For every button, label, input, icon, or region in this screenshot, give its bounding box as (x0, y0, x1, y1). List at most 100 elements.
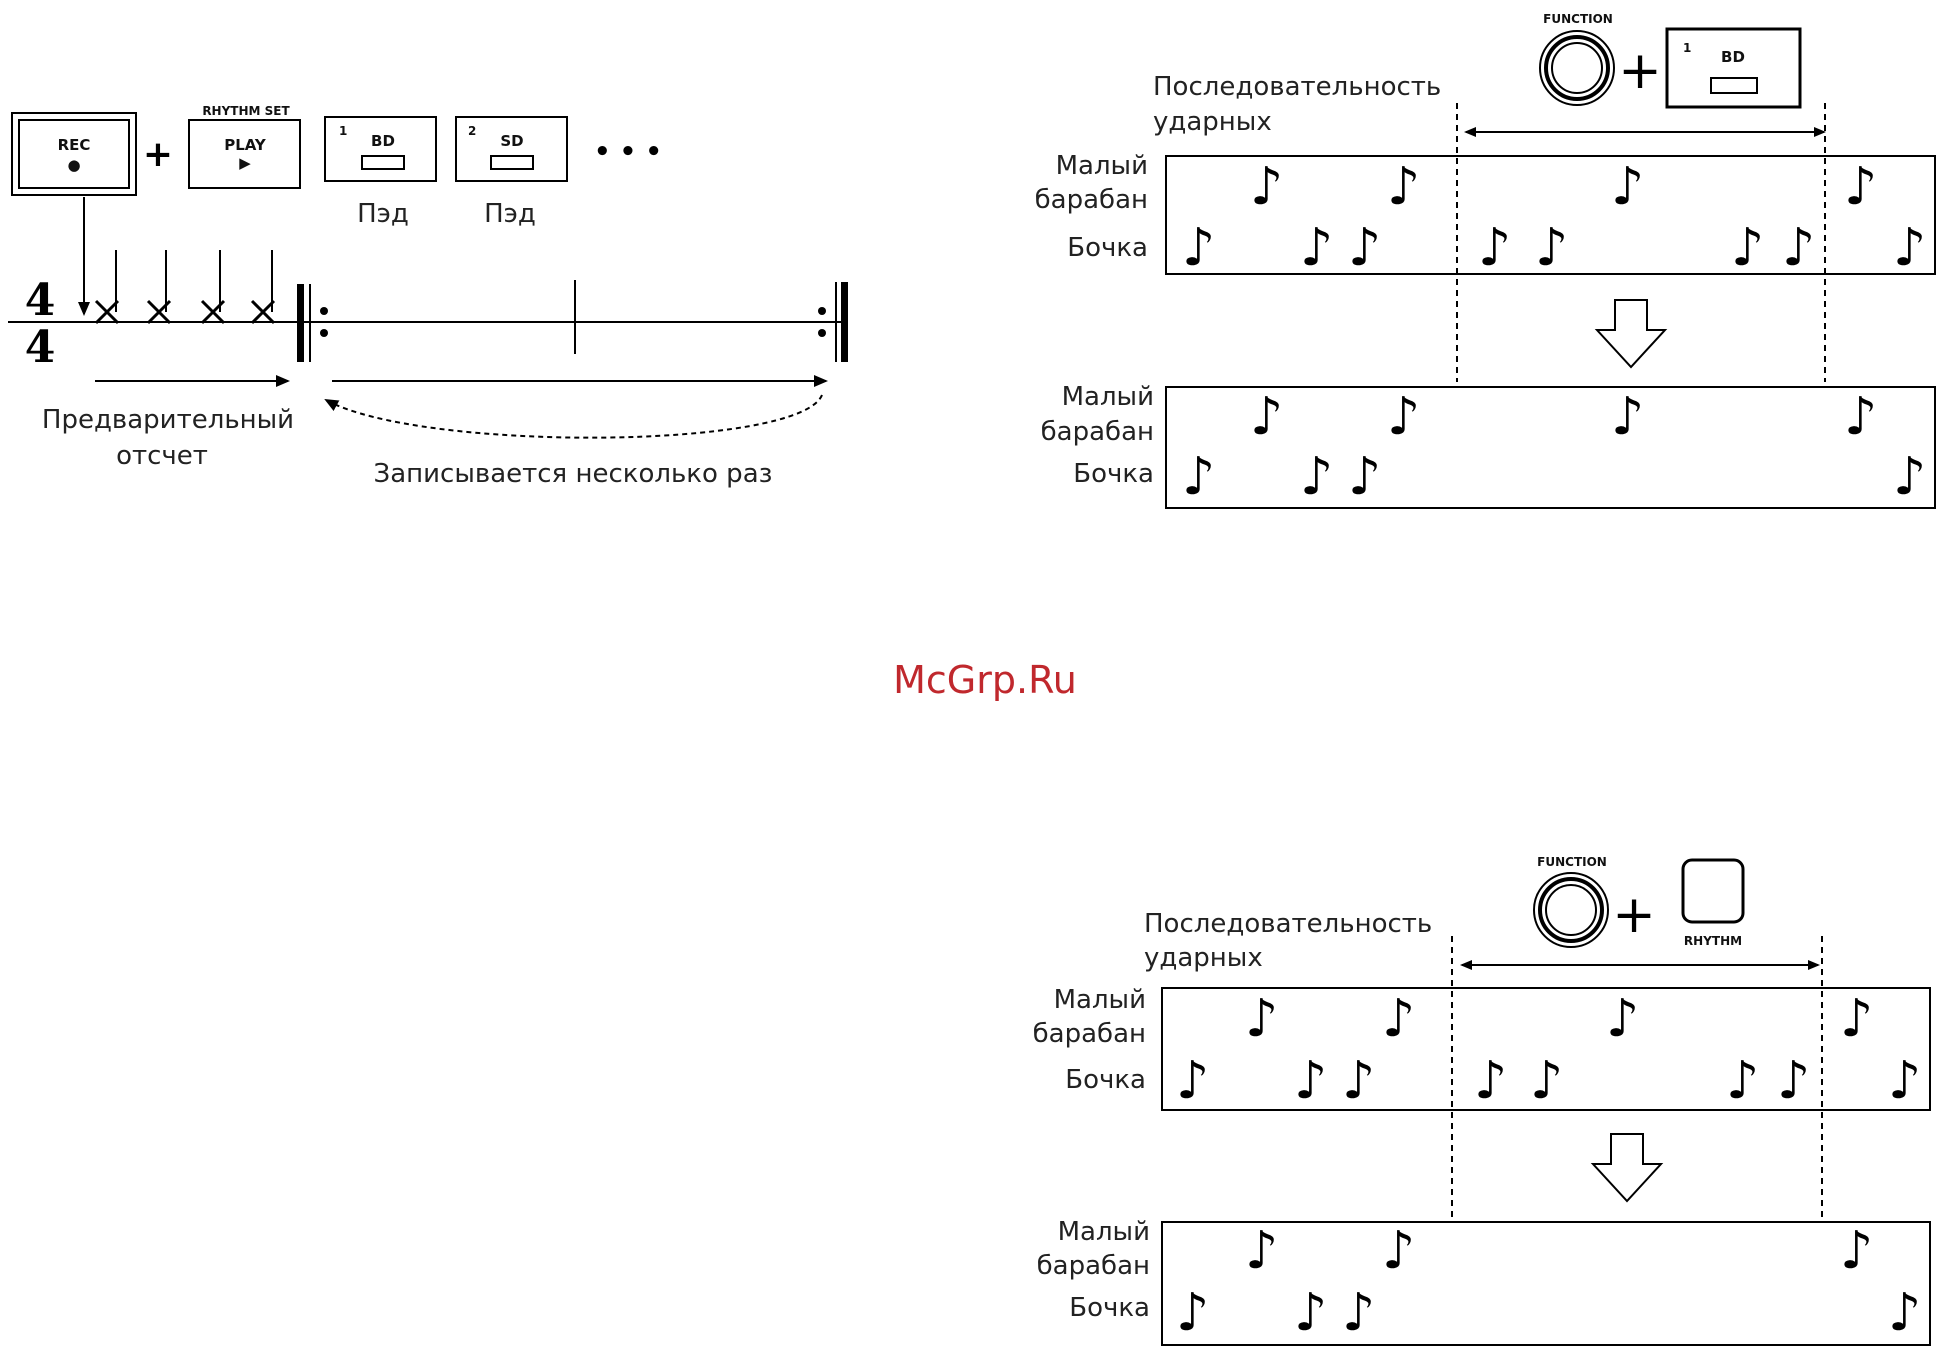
play-button-label: PLAY (224, 136, 267, 154)
kick-label: Бочка (1073, 459, 1154, 489)
kick-note: ♪ (1893, 447, 1926, 507)
down-arrow-icon (1590, 1133, 1664, 1203)
rhythm-set-label: RHYTHM SET (202, 104, 290, 118)
function-knob-icon (1533, 872, 1609, 948)
down-arrow-icon (1594, 299, 1668, 369)
sequence-box-before (1165, 155, 1936, 275)
snare-note: ♪ (1245, 1221, 1278, 1281)
snare-label-line1: Малый (1056, 151, 1148, 181)
ellipsis: • • • (594, 137, 662, 167)
kick-note: ♪ (1348, 447, 1381, 507)
precount-clicks (94, 250, 276, 325)
record-dot-icon: ● (67, 156, 80, 174)
sequence-label-line1: Последовательность (1144, 909, 1432, 939)
notes-before: ♪ ♪ ♪ ♪ ♪ ♪ ♪ ♪ ♪ ♪ ♪ ♪ (1182, 157, 1926, 278)
snare-label-line2: барабан (1033, 1019, 1146, 1049)
snare-note: ♪ (1844, 387, 1877, 447)
kick-note: ♪ (1300, 218, 1333, 278)
kick-note: ♪ (1342, 1051, 1375, 1111)
snare-note: ♪ (1250, 387, 1283, 447)
kick-note: ♪ (1530, 1051, 1563, 1111)
precount-label-line2: отсчет (116, 441, 208, 471)
pad-2: 2 SD Пэд (455, 116, 568, 229)
kick-note: ♪ (1182, 447, 1215, 507)
kick-note: ♪ (1726, 1051, 1759, 1111)
snare-note: ♪ (1840, 989, 1873, 1049)
time-signature-top: 4 (25, 275, 56, 326)
left-recording-diagram: REC ● + RHYTHM SET PLAY ▶ 1 BD Пэд 2 SD … (8, 104, 848, 489)
repeat-start-barline (297, 284, 328, 362)
kick-note: ♪ (1782, 218, 1815, 278)
snare-note: ♪ (1387, 157, 1420, 217)
snare-label-line1: Малый (1062, 382, 1154, 412)
kick-note: ♪ (1888, 1051, 1921, 1111)
pad-label: BD (1721, 48, 1745, 66)
pad-1-icon: 1 BD (1665, 27, 1802, 109)
notes-after: ♪ ♪ ♪ ♪ ♪ ♪ ♪ (1176, 1221, 1921, 1343)
rec-button-label: REC (58, 136, 91, 154)
kick-note: ♪ (1300, 447, 1333, 507)
loop-dashed-arrow (324, 394, 823, 439)
kick-label: Бочка (1069, 1293, 1150, 1323)
precount-label-line1: Предварительный (42, 405, 294, 435)
kick-note: ♪ (1478, 218, 1511, 278)
snare-note: ♪ (1606, 989, 1639, 1049)
function-knob-label: FUNCTION (1537, 855, 1607, 869)
plus-sign: + (1618, 41, 1662, 101)
sequence-box-after (1161, 1221, 1931, 1346)
erase-diagram-bottom: FUNCTION + RHYTHM Последовательность уда… (1033, 855, 1931, 1346)
notes-after: ♪ ♪ ♪ ♪ ♪ ♪ ♪ ♪ (1182, 387, 1926, 507)
kick-note: ♪ (1731, 218, 1764, 278)
kick-note: ♪ (1893, 218, 1926, 278)
snare-label-line1: Малый (1054, 985, 1146, 1015)
kick-note: ♪ (1176, 1051, 1209, 1111)
sequence-label-line2: ударных (1144, 943, 1263, 973)
notes-before: ♪ ♪ ♪ ♪ ♪ ♪ ♪ ♪ ♪ ♪ ♪ ♪ (1176, 989, 1921, 1111)
snare-note: ♪ (1245, 989, 1278, 1049)
repeat-end-barline (818, 282, 848, 362)
kick-note: ♪ (1535, 218, 1568, 278)
snare-label-line1: Малый (1058, 1217, 1150, 1247)
pad-1-caption: Пэд (357, 199, 409, 229)
pad-2-number: 2 (468, 124, 476, 138)
sequence-box-before (1161, 987, 1931, 1111)
sequence-box-after (1165, 386, 1936, 509)
kick-note: ♪ (1474, 1051, 1507, 1111)
time-signature-bottom: 4 (25, 322, 56, 373)
pad-number: 1 (1683, 41, 1691, 55)
kick-label: Бочка (1067, 233, 1148, 263)
kick-note: ♪ (1294, 1051, 1327, 1111)
kick-note: ♪ (1777, 1051, 1810, 1111)
snare-note: ♪ (1844, 157, 1877, 217)
snare-note: ♪ (1611, 387, 1644, 447)
rec-button: REC ● (11, 112, 137, 196)
play-button: RHYTHM SET PLAY ▶ (188, 104, 301, 189)
watermark: McGrp.Ru (893, 658, 1077, 702)
sequence-label-line2: ударных (1153, 107, 1272, 137)
kick-note: ♪ (1182, 218, 1215, 278)
snare-note: ♪ (1840, 1221, 1873, 1281)
pad-2-label: SD (500, 132, 523, 150)
erase-diagram-top: FUNCTION + 1 BD Последовательность ударн… (1035, 12, 1936, 509)
pad-2-caption: Пэд (484, 199, 536, 229)
kick-note: ♪ (1348, 218, 1381, 278)
rhythm-button-label: RHYTHM (1684, 934, 1742, 948)
kick-note: ♪ (1888, 1283, 1921, 1343)
kick-label: Бочка (1065, 1065, 1146, 1095)
snare-note: ♪ (1382, 989, 1415, 1049)
function-knob-icon (1539, 30, 1615, 106)
kick-note: ♪ (1342, 1283, 1375, 1343)
pad-1-number: 1 (339, 124, 347, 138)
snare-note: ♪ (1250, 157, 1283, 217)
pad-1: 1 BD Пэд (324, 116, 437, 229)
rhythm-button-icon: RHYTHM (1681, 858, 1745, 948)
plus-sign: + (143, 134, 173, 175)
kick-note: ♪ (1294, 1283, 1327, 1343)
snare-label-line2: барабан (1041, 417, 1154, 447)
snare-note: ♪ (1387, 387, 1420, 447)
function-knob-label: FUNCTION (1543, 12, 1613, 26)
snare-note: ♪ (1611, 157, 1644, 217)
plus-sign: + (1612, 885, 1656, 945)
snare-label-line2: барабан (1035, 185, 1148, 215)
